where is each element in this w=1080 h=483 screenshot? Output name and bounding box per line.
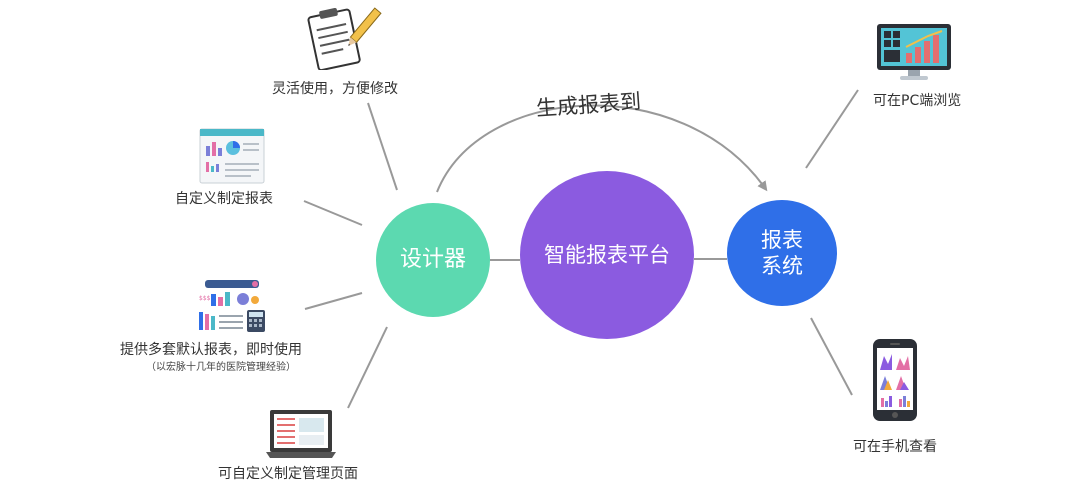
smartphone-icon (873, 339, 917, 421)
clipboard-pencil-icon (307, 7, 382, 70)
svg-text:$$$: $$$ (199, 295, 211, 302)
line-custom-page (347, 326, 388, 409)
system-label-line1: 报表 (761, 227, 803, 252)
custom-page-label: 可自定义制定管理页面 (218, 466, 358, 482)
default-reports-note: （以宏脉十几年的医院管理经验） (146, 362, 296, 373)
line-mobile (810, 317, 853, 396)
desktop-monitor-icon (877, 24, 951, 80)
dashboard-calculator-icon: $$$ (199, 280, 265, 332)
report-chart-icon (199, 128, 265, 184)
laptop-page-icon (266, 410, 336, 458)
line-default-reports (304, 292, 363, 310)
line-pc (805, 89, 859, 169)
pc-label: 可在PC端浏览 (873, 93, 962, 109)
designer-node: 设计器 (376, 203, 490, 317)
system-node: 报表 系统 (727, 200, 837, 306)
default-reports-label: 提供多套默认报表，即时使用 (120, 342, 302, 358)
line-flexible (367, 102, 398, 191)
custom-report-label: 自定义制定报表 (175, 191, 273, 207)
designer-label: 设计器 (399, 247, 466, 273)
mobile-label: 可在手机查看 (853, 439, 937, 455)
generate-arc-arrow (436, 104, 768, 193)
flexible-label: 灵活使用，方便修改 (272, 81, 398, 97)
platform-node: 智能报表平台 (520, 171, 694, 339)
system-label-line2: 系统 (761, 254, 803, 278)
platform-label: 智能报表平台 (544, 242, 670, 267)
line-custom-report (303, 200, 363, 226)
